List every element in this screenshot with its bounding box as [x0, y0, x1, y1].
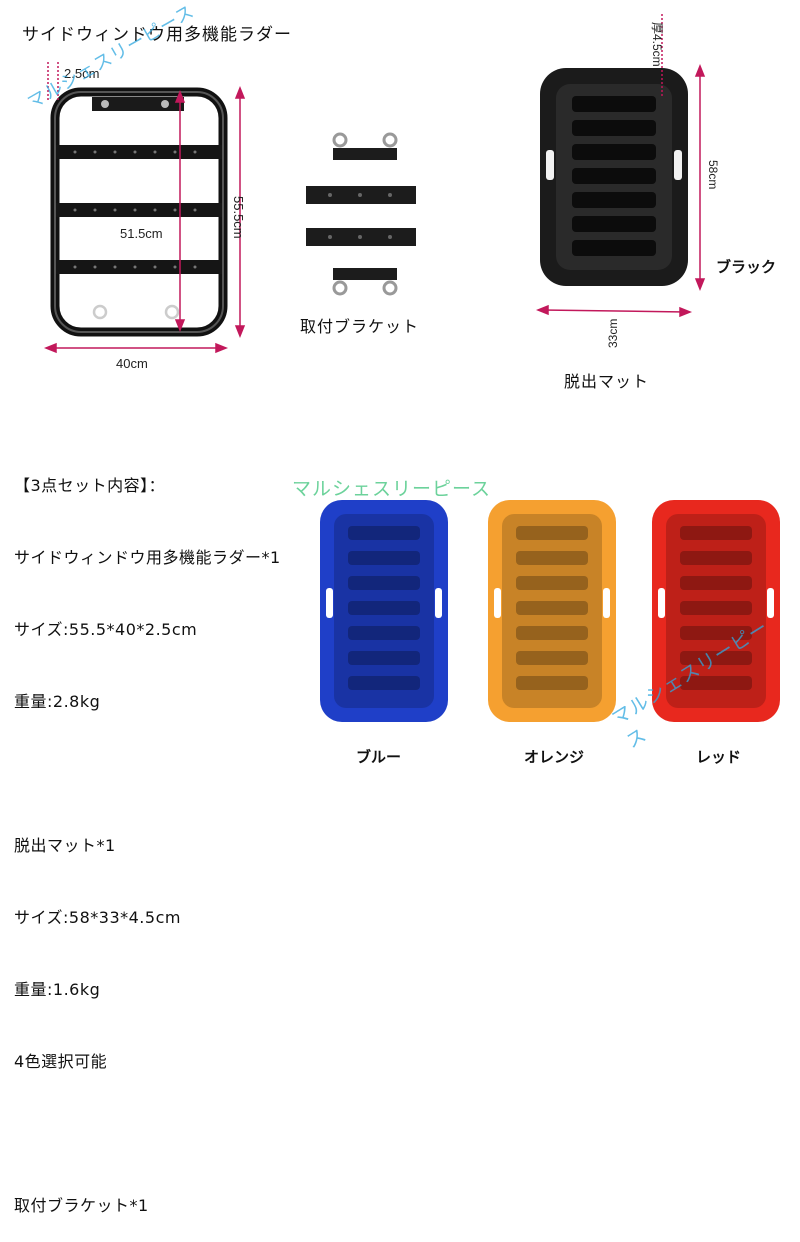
specs-heading: 【3点セット内容】：	[14, 476, 166, 495]
variant-mat-orange	[488, 500, 616, 722]
ladder-inner-height-label: 51.5cm	[120, 226, 163, 241]
variant-label-blue: ブルー	[356, 748, 402, 766]
specs-ladder-size: サイズ:55.5*40*2.5cm	[14, 620, 198, 639]
mat-color-label: ブラック	[716, 258, 777, 276]
mat-label: 脱出マット	[564, 372, 650, 391]
mat-black-image	[535, 14, 706, 318]
specs-bracket-name: 取付ブラケット*1	[14, 1196, 149, 1215]
variant-mat-blue	[320, 500, 448, 722]
ladder-image	[43, 62, 246, 354]
page-title: サイドウィンドウ用多機能ラダー	[22, 25, 292, 45]
specs-mat-weight: 重量:1.6kg	[14, 980, 101, 999]
ladder-depth-label: 2.5cm	[64, 66, 100, 81]
variant-mats	[320, 500, 780, 722]
specs-mat-colors: 4色選択可能	[14, 1052, 108, 1071]
specs-mat-size: サイズ:58*33*4.5cm	[14, 908, 181, 927]
variant-mat-red	[652, 500, 780, 722]
specs-mat-name: 脱出マット*1	[14, 836, 116, 855]
variant-label-red: レッド	[696, 748, 742, 766]
variant-label-orange: オレンジ	[524, 748, 585, 766]
specs-ladder-name: サイドウィンドウ用多機能ラダー*1	[14, 548, 281, 567]
watermark-middle: マルシェスリーピース	[292, 478, 492, 500]
specs-ladder-weight: 重量:2.8kg	[14, 692, 101, 711]
ladder-width-label: 40cm	[116, 356, 148, 371]
bracket-label: 取付ブラケット	[300, 317, 420, 336]
bracket-image	[306, 132, 416, 296]
